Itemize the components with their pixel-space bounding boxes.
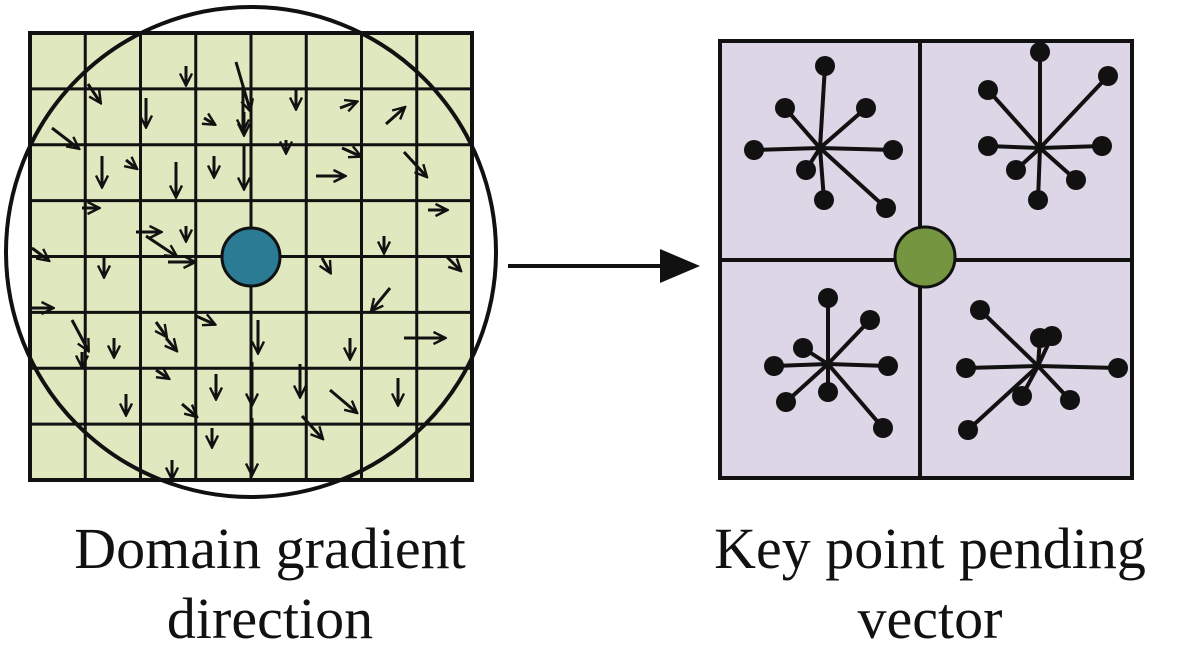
- spoke-endpoint: [883, 140, 903, 160]
- gradient-arrow: [166, 337, 176, 350]
- spoke-endpoint: [970, 300, 990, 320]
- gradient-arrow: [155, 370, 168, 378]
- spoke-endpoint: [1092, 136, 1112, 156]
- gradient-arrow: [195, 316, 214, 324]
- spoke-endpoint: [856, 98, 876, 118]
- right-caption: Key point pending vector: [640, 514, 1200, 654]
- orientation-spoke: [827, 362, 889, 368]
- gradient-arrows: [31, 61, 460, 478]
- gradient-arrow: [86, 83, 100, 102]
- gradient-arrow: [51, 126, 78, 148]
- gradient-arrow: [145, 234, 176, 256]
- gradient-arrow: [444, 254, 460, 270]
- spoke-endpoint: [1028, 190, 1048, 210]
- orientation-spoke: [966, 364, 1040, 432]
- orientation-spoke: [818, 106, 868, 150]
- right-caption-line2: vector: [857, 586, 1003, 651]
- orientation-spoke: [819, 146, 894, 152]
- gradient-arrow: [31, 246, 48, 260]
- spoke-endpoint: [1098, 66, 1118, 86]
- gradient-grid-panel: [4, 5, 498, 499]
- orientation-spoke: [965, 364, 1039, 370]
- spoke-endpoint: [1060, 390, 1080, 410]
- gradient-arrow: [322, 257, 330, 272]
- neighborhood-circle: [4, 5, 498, 499]
- spoke-endpoint: [764, 356, 784, 376]
- spoke-endpoint: [814, 190, 834, 210]
- gradient-arrow: [385, 108, 404, 126]
- spoke-endpoint: [1006, 160, 1026, 180]
- spoke-endpoint: [860, 310, 880, 330]
- orientation-star: [744, 56, 903, 218]
- spoke-endpoint: [876, 198, 896, 218]
- left-caption-line1: Domain gradient: [74, 516, 466, 581]
- orientation-spoke: [818, 146, 888, 210]
- spoke-endpoint: [1108, 358, 1128, 378]
- right-caption-line1: Key point pending: [714, 516, 1146, 581]
- spoke-endpoint: [873, 418, 893, 438]
- keypoint-center: [220, 226, 282, 288]
- orientation-spoke: [978, 308, 1040, 368]
- spoke-endpoint: [1030, 328, 1050, 348]
- orientation-spoke: [986, 88, 1042, 150]
- gradient-arrow: [300, 414, 322, 438]
- right-arrow-icon: [508, 249, 700, 283]
- orientation-spoke: [1037, 364, 1119, 370]
- spoke-endpoint: [1012, 386, 1032, 406]
- spoke-endpoint: [775, 98, 795, 118]
- orientation-star: [978, 42, 1118, 210]
- spoke-endpoint: [744, 140, 764, 160]
- spoke-endpoint: [878, 356, 898, 376]
- spoke-endpoint: [818, 382, 838, 402]
- spoke-endpoint: [796, 160, 816, 180]
- spoke-endpoint: [1030, 42, 1050, 62]
- gradient-arrow: [402, 150, 426, 176]
- gradient-arrow: [329, 388, 356, 412]
- gradient-arrow: [70, 319, 88, 350]
- orientation-spoke: [818, 65, 827, 149]
- gradient-arrow: [181, 402, 196, 416]
- orientation-spoke: [826, 318, 872, 366]
- spoke-endpoint: [818, 288, 838, 308]
- gradient-arrow: [341, 148, 360, 156]
- orientation-star: [956, 300, 1128, 440]
- orientation-star: [764, 288, 898, 438]
- keypoint-center: [893, 225, 957, 289]
- spoke-endpoint: [1066, 170, 1086, 190]
- spoke-endpoint: [776, 392, 796, 412]
- spoke-endpoint: [978, 80, 998, 100]
- gradient-arrow: [204, 118, 214, 124]
- spoke-endpoint: [958, 420, 978, 440]
- orientation-spoke: [1039, 144, 1103, 150]
- spoke-endpoint: [815, 56, 835, 76]
- spoke-endpoint: [956, 358, 976, 378]
- orientation-histograms: [744, 42, 1128, 440]
- gradient-arrow: [126, 160, 136, 168]
- orientation-spoke: [1038, 74, 1110, 150]
- gradient-arrow: [372, 287, 392, 310]
- spoke-endpoint: [793, 338, 813, 358]
- descriptor-panel: [718, 39, 1134, 480]
- gradient-arrow: [339, 102, 356, 108]
- orientation-spoke: [753, 146, 821, 152]
- spoke-endpoint: [978, 136, 998, 156]
- left-caption-line2: direction: [166, 586, 374, 651]
- left-caption: Domain gradient direction: [20, 514, 520, 654]
- gradient-arrow: [156, 321, 166, 336]
- orientation-spoke: [826, 362, 885, 430]
